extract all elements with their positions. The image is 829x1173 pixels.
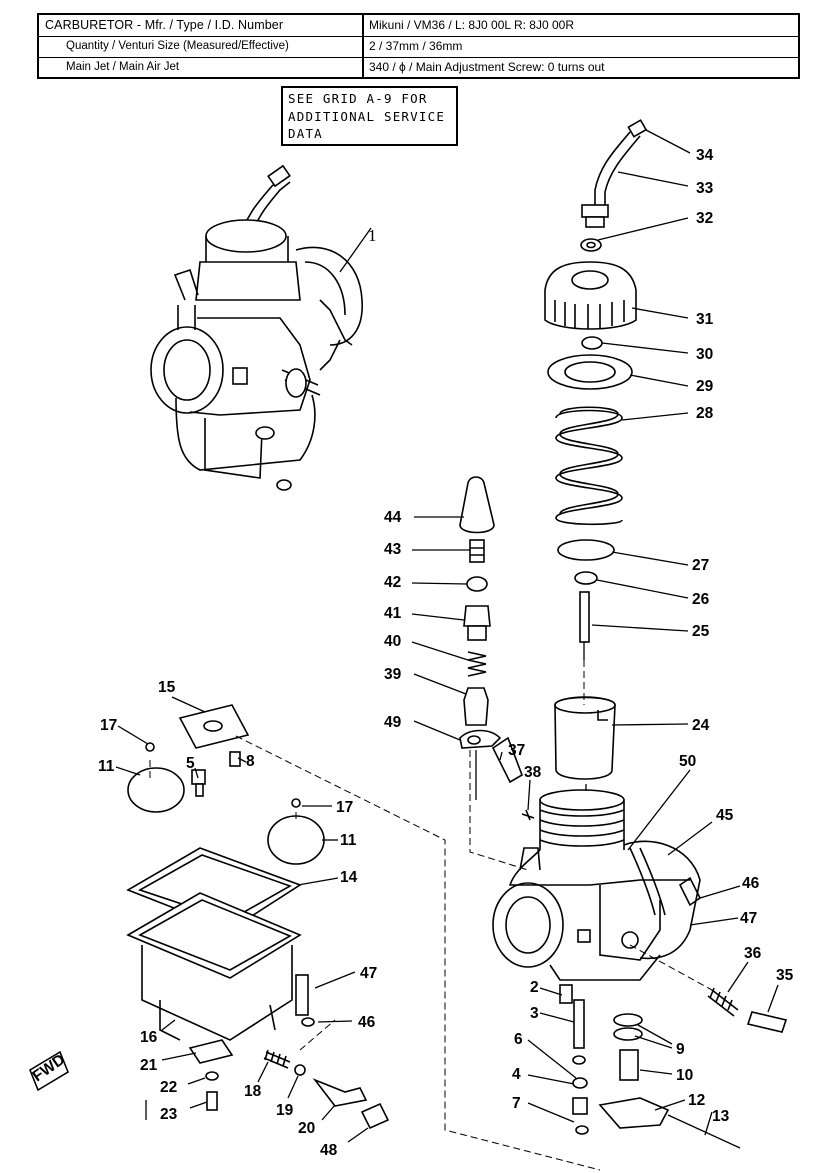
- part-label-36: 36: [744, 945, 762, 962]
- part-label-17a: 17: [100, 717, 117, 734]
- part-label-17b: 17: [336, 799, 353, 816]
- part-label-3: 3: [530, 1005, 539, 1022]
- part-label-11a: 11: [98, 758, 115, 775]
- part-number-labels: 1 34 33 32 31 30 29 28 27 26 25 24 50 45…: [98, 147, 794, 1159]
- part-label-7: 7: [512, 1095, 521, 1112]
- part-label-13: 13: [712, 1108, 730, 1125]
- part-label-30: 30: [696, 346, 713, 363]
- spec-row-manufacturer: CARBURETOR - Mfr. / Type / I.D. Number M…: [39, 15, 798, 37]
- part-label-40: 40: [384, 633, 401, 650]
- part-label-33: 33: [696, 180, 714, 197]
- part-label-24: 24: [692, 717, 710, 734]
- spec-label: Quantity / Venturi Size (Measured/Effect…: [39, 36, 364, 57]
- float-bowl-illustration: [29, 704, 390, 1130]
- part-label-46b: 46: [742, 875, 760, 892]
- part-label-32: 32: [696, 210, 713, 227]
- part-label-26: 26: [692, 591, 710, 608]
- part-label-45: 45: [716, 807, 734, 824]
- part-label-16: 16: [140, 1029, 158, 1046]
- part-label-11b: 11: [340, 832, 357, 849]
- part-label-6: 6: [514, 1031, 523, 1048]
- part-label-2: 2: [530, 979, 539, 996]
- part-label-41: 41: [384, 605, 402, 622]
- part-label-9: 9: [676, 1041, 685, 1058]
- carburetor-spec-table: CARBURETOR - Mfr. / Type / I.D. Number M…: [37, 13, 800, 79]
- top-parts-stack: [544, 119, 648, 800]
- spec-label: CARBURETOR - Mfr. / Type / I.D. Number: [39, 15, 364, 36]
- spec-row-venturi: Quantity / Venturi Size (Measured/Effect…: [39, 36, 798, 58]
- part-label-25: 25: [692, 623, 710, 640]
- part-label-34: 34: [696, 147, 714, 164]
- part-label-12: 12: [688, 1092, 705, 1109]
- part-label-46a: 46: [358, 1014, 376, 1031]
- part-label-20: 20: [298, 1120, 315, 1137]
- part-label-19: 19: [276, 1102, 294, 1119]
- part-label-42: 42: [384, 574, 401, 591]
- part-label-23: 23: [160, 1106, 178, 1123]
- part-label-21: 21: [140, 1057, 158, 1074]
- service-note-box: SEE GRID A-9 FOR ADDITIONAL SERVICE DATA: [281, 86, 458, 146]
- part-label-39: 39: [384, 666, 402, 683]
- spec-label: Main Jet / Main Air Jet: [39, 57, 364, 78]
- spec-row-jets: Main Jet / Main Air Jet 340 / ϕ / Main A…: [39, 57, 798, 78]
- part-label-22: 22: [160, 1079, 177, 1096]
- spec-value: 2 / 37mm / 36mm: [369, 39, 463, 53]
- part-label-1: 1: [368, 226, 377, 245]
- part-label-37: 37: [508, 742, 525, 759]
- part-label-8: 8: [246, 753, 255, 770]
- part-label-48: 48: [320, 1142, 338, 1159]
- part-label-15: 15: [158, 679, 176, 696]
- assembled-carburetor-illustration: [150, 164, 372, 491]
- part-label-14: 14: [340, 869, 358, 886]
- part-label-5: 5: [186, 755, 195, 772]
- part-label-29: 29: [696, 378, 714, 395]
- spec-value: 340 / ϕ / Main Adjustment Screw: 0 turns…: [369, 60, 605, 74]
- spring-coil: [555, 406, 623, 526]
- assembly-guide-lines: [149, 660, 713, 1171]
- part-label-47b: 47: [740, 910, 757, 927]
- part-label-38: 38: [524, 764, 542, 781]
- carburetor-body-illustration: [491, 736, 788, 1149]
- part-label-44: 44: [384, 509, 402, 526]
- part-label-35: 35: [776, 967, 794, 984]
- spec-value: Mikuni / VM36 / L: 8J0 00L R: 8J0 00R: [369, 18, 574, 32]
- leader-lines: [115, 129, 779, 1143]
- starter-plunger-stack: [459, 476, 502, 800]
- part-label-18: 18: [244, 1083, 262, 1100]
- part-label-4: 4: [512, 1066, 521, 1083]
- part-label-49: 49: [384, 714, 402, 731]
- part-label-47a: 47: [360, 965, 377, 982]
- part-label-43: 43: [384, 541, 402, 558]
- part-label-50: 50: [679, 753, 696, 770]
- part-label-27: 27: [692, 557, 709, 574]
- part-label-28: 28: [696, 405, 714, 422]
- part-label-10: 10: [676, 1067, 693, 1084]
- part-label-31: 31: [696, 311, 714, 328]
